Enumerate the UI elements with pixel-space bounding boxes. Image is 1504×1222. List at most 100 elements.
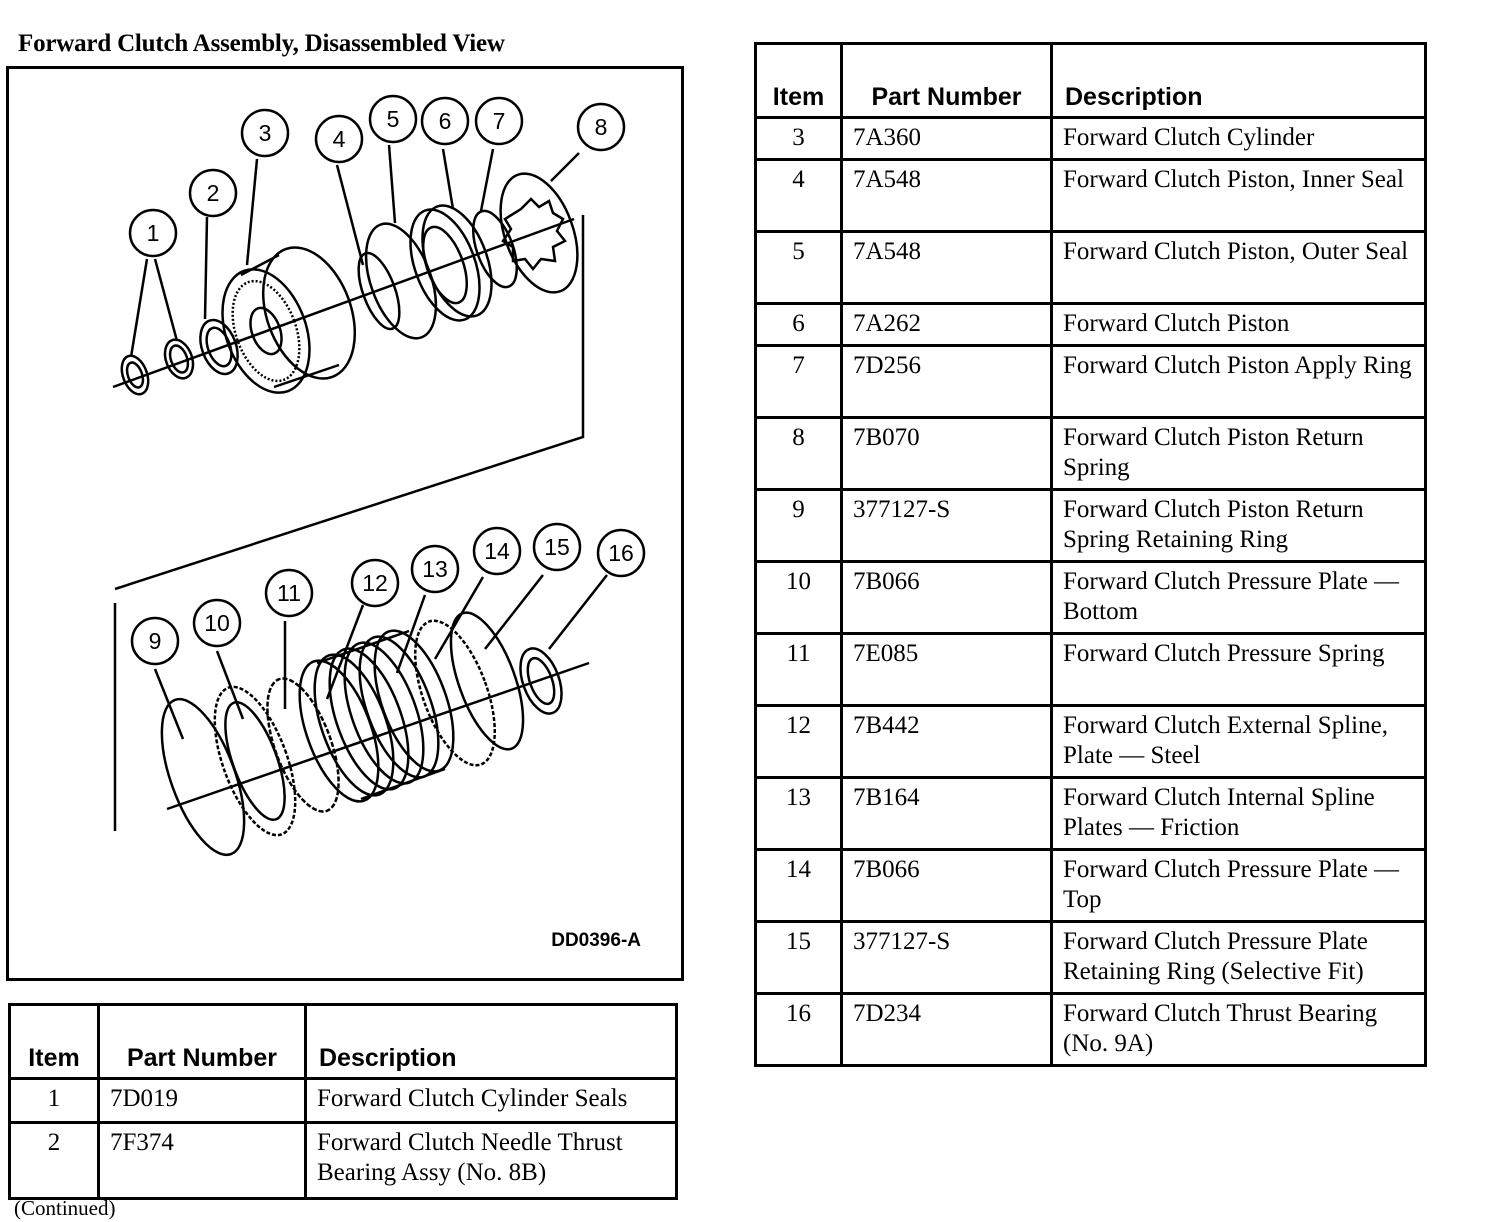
part-number-cell: 7B066 xyxy=(840,848,1053,923)
callout-label: 15 xyxy=(544,534,570,560)
item-cell: 11 xyxy=(754,632,843,707)
item-cell: 2 xyxy=(8,1121,100,1200)
callout-label: 7 xyxy=(493,108,506,134)
part-number-cell: 7B442 xyxy=(840,704,1053,779)
part-number-cell: 7A262 xyxy=(840,302,1053,347)
part-16-bearing xyxy=(519,647,563,715)
callout-label: 9 xyxy=(149,628,162,654)
part-number-cell: 377127-S xyxy=(840,488,1053,563)
callout-11: 11 xyxy=(264,568,314,618)
description-cell: Forward Clutch External Spline, Plate — … xyxy=(1050,704,1427,779)
figure-code: DD0396-A xyxy=(551,930,641,951)
callout-label: 3 xyxy=(259,120,272,146)
part-number-cell: 7B066 xyxy=(840,560,1053,635)
header-part-number: Part Number xyxy=(97,1003,307,1080)
description-cell: Forward Clutch Pressure Plate — Bottom xyxy=(1050,560,1427,635)
description-cell: Forward Clutch Pressure Plate Retaining … xyxy=(1050,920,1427,995)
description-cell: Forward Clutch Cylinder Seals xyxy=(304,1077,678,1124)
item-cell: 14 xyxy=(754,848,843,923)
item-cell: 6 xyxy=(754,302,843,347)
part-8-spring xyxy=(499,172,579,294)
header-description: Description xyxy=(1050,42,1427,119)
description-cell: Forward Clutch Pressure Plate — Top xyxy=(1050,848,1427,923)
part-3-cylinder xyxy=(221,246,357,394)
callout-10: 10 xyxy=(192,598,242,648)
callout-3: 3 xyxy=(240,108,290,158)
item-cell: 1 xyxy=(8,1077,100,1124)
item-cell: 12 xyxy=(754,704,843,779)
callout-12: 12 xyxy=(350,558,400,608)
description-cell: Forward Clutch Internal Spline Plates — … xyxy=(1050,776,1427,851)
item-cell: 7 xyxy=(754,344,843,419)
callout-label: 11 xyxy=(277,580,301,606)
callout-14: 14 xyxy=(472,526,522,576)
callout-1: 1 xyxy=(128,208,178,258)
page-title: Forward Clutch Assembly, Disassembled Vi… xyxy=(18,30,505,57)
callout-16: 16 xyxy=(596,528,646,578)
part-number-cell: 7A360 xyxy=(840,116,1053,161)
callout-label: 6 xyxy=(439,108,452,134)
header-part-number: Part Number xyxy=(840,42,1053,119)
part-number-cell: 377127-S xyxy=(840,920,1053,995)
item-cell: 4 xyxy=(754,158,843,233)
callout-8: 8 xyxy=(576,102,626,152)
description-cell: Forward Clutch Piston, Inner Seal xyxy=(1050,158,1427,233)
description-cell: Forward Clutch Cylinder xyxy=(1050,116,1427,161)
callout-9: 9 xyxy=(130,616,180,666)
part-number-cell: 7D234 xyxy=(840,992,1053,1067)
description-cell: Forward Clutch Piston Return Spring Reta… xyxy=(1050,488,1427,563)
item-cell: 16 xyxy=(754,992,843,1067)
callout-15: 15 xyxy=(532,522,582,572)
item-cell: 15 xyxy=(754,920,843,995)
part-number-cell: 7F374 xyxy=(97,1121,307,1200)
part-number-cell: 7D256 xyxy=(840,344,1053,419)
item-cell: 13 xyxy=(754,776,843,851)
item-cell: 5 xyxy=(754,230,843,305)
description-cell: Forward Clutch Thrust Bearing (No. 9A) xyxy=(1050,992,1427,1067)
header-item: Item xyxy=(8,1003,100,1080)
callout-label: 8 xyxy=(595,114,608,140)
callout-6: 6 xyxy=(420,96,470,146)
part-number-cell: 7E085 xyxy=(840,632,1053,707)
callout-label: 16 xyxy=(608,540,634,566)
part-number-cell: 7B070 xyxy=(840,416,1053,491)
continued-note: (Continued) xyxy=(14,1196,116,1220)
item-cell: 9 xyxy=(754,488,843,563)
description-cell: Forward Clutch Piston Apply Ring xyxy=(1050,344,1427,419)
header-item: Item xyxy=(754,42,843,119)
part-number-cell: 7D019 xyxy=(97,1077,307,1124)
description-cell: Forward Clutch Piston Return Spring xyxy=(1050,416,1427,491)
callout-label: 2 xyxy=(207,180,220,206)
callout-7: 7 xyxy=(474,96,524,146)
callout-label: 12 xyxy=(362,570,388,596)
callout-label: 5 xyxy=(387,106,400,132)
item-cell: 3 xyxy=(754,116,843,161)
part-10-plate xyxy=(213,685,297,837)
description-cell: Forward Clutch Pressure Spring xyxy=(1050,632,1427,707)
description-cell: Forward Clutch Piston xyxy=(1050,302,1427,347)
item-cell: 10 xyxy=(754,560,843,635)
callout-label: 14 xyxy=(484,538,510,564)
part-12-13-stack xyxy=(298,629,455,803)
part-number-cell: 7A548 xyxy=(840,158,1053,233)
callout-2: 2 xyxy=(188,168,238,218)
callout-label: 4 xyxy=(333,126,346,152)
